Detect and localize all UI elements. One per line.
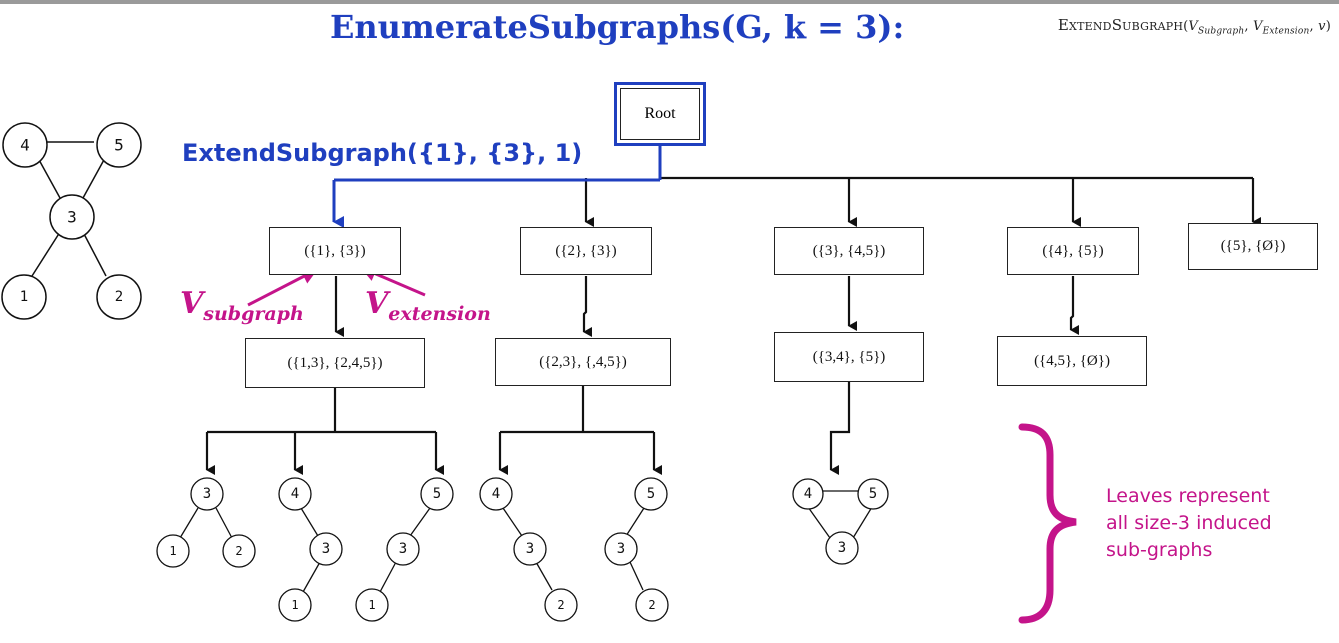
root-node: Root	[620, 88, 700, 140]
input-graph	[31, 141, 107, 277]
leaf2-node-4	[278, 477, 312, 511]
node-3	[49, 194, 95, 240]
leaf-edges	[179, 490, 873, 593]
node-4	[2, 122, 48, 168]
leaf4-node-3	[513, 532, 547, 566]
leaf4-node-2	[544, 588, 578, 622]
leaf3-label-1: 1	[368, 598, 375, 612]
leaf6-node-5	[857, 478, 889, 510]
leaf5-label-2: 2	[648, 598, 655, 612]
tree-node-l2-2: ({2,3}, {,4,5})	[495, 338, 671, 386]
top-border	[0, 0, 1339, 4]
leaf6-label-3: 3	[838, 540, 846, 556]
leaf6-label-4: 4	[804, 486, 812, 502]
leaf2-node-1	[278, 588, 312, 622]
tree-node-l2-4: ({4,5}, {Ø})	[997, 336, 1147, 386]
subgraph-arrow	[247, 268, 318, 307]
label-v-subgraph: Vsubgraph	[180, 286, 304, 325]
tree-node-l1-2: ({2}, {3})	[520, 227, 652, 275]
call-label: ExtendSubgraph({1}, {3}, 1)	[182, 139, 583, 167]
leaf6-node-4	[792, 478, 824, 510]
leaf5-label-5: 5	[647, 486, 655, 502]
leaf5-label-3: 3	[617, 541, 625, 557]
node-1	[1, 274, 47, 320]
tree-node-l1-4: ({4}, {5})	[1007, 227, 1139, 275]
node-5	[96, 122, 142, 168]
leaf5-node-3	[604, 532, 638, 566]
leaf3-label-3: 3	[399, 541, 407, 557]
node-labels: 4 5 3 1 2 3 1 2 4 3 1 5 3 1 4 3 2 5 3 2 …	[20, 136, 877, 613]
root-highlight	[614, 82, 706, 146]
leaf3-node-3	[386, 532, 420, 566]
leaf1-label-3: 3	[203, 486, 211, 502]
input-node-5-label: 5	[114, 136, 124, 155]
input-node-3-label: 3	[67, 208, 77, 227]
page-title: EnumerateSubgraphs(G, k = 3):	[330, 8, 905, 46]
node-2	[96, 274, 142, 320]
input-node-2-label: 2	[115, 289, 123, 305]
leaf1-node-1	[156, 534, 190, 568]
highlight-path	[332, 146, 662, 228]
tree-node-l1-5: ({5}, {Ø})	[1188, 223, 1318, 270]
leaf2-label-4: 4	[291, 486, 299, 502]
leaf4-label-3: 3	[526, 541, 534, 557]
leaf6-node-3	[825, 531, 859, 565]
input-node-1-label: 1	[20, 289, 28, 305]
leaf4-label-2: 2	[557, 598, 564, 612]
leaf3-node-5	[420, 477, 454, 511]
leaf1-label-2: 2	[235, 544, 242, 558]
input-node-4-label: 4	[20, 136, 30, 155]
tree-edges	[205, 176, 1261, 475]
edge-5-3	[82, 157, 106, 199]
tree-node-l1-1: ({1}, {3})	[269, 227, 401, 275]
edge-3-2	[82, 231, 107, 277]
leaf2-node-3	[309, 532, 343, 566]
leaf6-label-5: 5	[869, 486, 877, 502]
function-signature: ExtendSubgraph(VSubgraph, VExtension, v)	[1057, 16, 1331, 37]
leaves-note: Leaves represent all size-3 induced sub-…	[1106, 485, 1272, 561]
leaf5-node-2	[635, 588, 669, 622]
leaf3-label-5: 5	[433, 486, 441, 502]
leaf1-node-2	[222, 534, 256, 568]
leaf4-label-4: 4	[492, 486, 500, 502]
label-v-extension: Vextension	[365, 286, 491, 325]
tree-node-l1-3: ({3}, {4,5})	[774, 227, 924, 275]
leaf2-label-1: 1	[291, 598, 298, 612]
tree-node-l2-1: ({1,3}, {2,4,5})	[245, 338, 425, 388]
edge-4-3	[37, 157, 61, 199]
leaf4-node-4	[479, 477, 513, 511]
tree-node-l2-3: ({3,4}, {5})	[774, 332, 924, 382]
leaf5-node-5	[634, 477, 668, 511]
edge-3-1	[31, 231, 61, 277]
leaf2-label-3: 3	[322, 541, 330, 557]
leaf-nodes	[156, 477, 889, 622]
curly-brace	[1018, 423, 1077, 624]
leaf1-label-1: 1	[169, 544, 176, 558]
leaf1-node-3	[190, 477, 224, 511]
leaf3-node-1	[355, 588, 389, 622]
input-graph-nodes	[1, 122, 142, 320]
signature-name: ExtendSubgraph	[1057, 16, 1184, 34]
